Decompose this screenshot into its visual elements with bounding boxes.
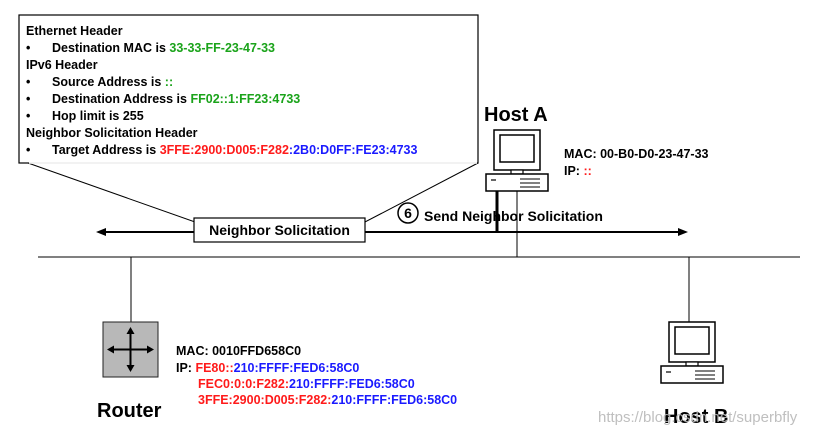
router-ip3-iid: 210:FFFF:FED6:58C0	[331, 393, 457, 407]
bullet: •	[26, 75, 30, 89]
source-address-line: Source Address is ::	[52, 75, 173, 89]
host-a-ip-line: IP: ::	[564, 164, 592, 178]
target-prefix: 3FFE:2900:D005:F282	[160, 143, 289, 157]
callout-box	[18, 14, 479, 164]
host-b: Host B	[660, 321, 728, 428]
target-label: Target Address is	[52, 143, 160, 157]
router: Router MAC: 0010FFD658C0 IP: FE80::210:F…	[97, 321, 457, 422]
ethernet-header-heading: Ethernet Header	[26, 24, 123, 38]
hop-limit-line: Hop limit is 255	[52, 109, 144, 123]
computer-icon	[660, 321, 724, 384]
ns-header-heading: Neighbor Solicitation Header	[26, 126, 198, 140]
message-label-box	[193, 217, 366, 243]
host-a-ip-value: ::	[583, 164, 591, 178]
step-number: 6	[404, 205, 412, 221]
router-ip-line-3: 3FFE:2900:D005:F282:210:FFFF:FED6:58C0	[198, 393, 457, 407]
router-ip-line-1: IP: FE80::210:FFFF:FED6:58C0	[176, 361, 359, 375]
callout: Ethernet Header • Destination MAC is 33-…	[18, 14, 479, 223]
bullet: •	[26, 92, 30, 106]
host-a-mac: MAC: 00-B0-D0-23-47-33	[564, 147, 709, 161]
target-iid: 2B0:D0FF:FE23:4733	[293, 143, 417, 157]
router-ip3-prefix: 3FFE:2900:D005:F282:	[198, 393, 331, 407]
step-label: Send Neighbor Solicitation	[424, 208, 603, 224]
bullet: •	[26, 143, 30, 157]
target-separator: :	[289, 143, 293, 157]
arrow-left-head	[96, 228, 106, 236]
router-icon	[102, 321, 159, 378]
router-ip1-prefix: FE80::	[195, 361, 233, 375]
dest-address-value: FF02::1:FF23:4733	[190, 92, 300, 106]
target-address-line: Target Address is 3FFE:2900:D005:F282:2B…	[52, 143, 417, 157]
ipv6-header-heading: IPv6 Header	[26, 58, 98, 72]
computer-icon	[485, 129, 549, 192]
router-name: Router	[97, 400, 162, 422]
dest-mac-label: Destination MAC is	[52, 41, 169, 55]
step-indicator: 6 Send Neighbor Solicitation	[397, 202, 603, 224]
bullet: •	[26, 41, 30, 55]
bullet: •	[26, 109, 30, 123]
host-a: Host A MAC: 00-B0-D0-23-47-33 IP: ::	[484, 104, 709, 192]
router-mac: MAC: 0010FFD658C0	[176, 344, 301, 358]
dest-mac-line: Destination MAC is 33-33-FF-23-47-33	[52, 41, 275, 55]
router-ip2-iid: 210:FFFF:FED6:58C0	[289, 377, 415, 391]
host-b-name: Host B	[664, 406, 728, 428]
source-value: ::	[165, 75, 173, 89]
router-ip-line-2: FEC0:0:0:F282:210:FFFF:FED6:58C0	[198, 377, 415, 391]
router-ip1-iid: 210:FFFF:FED6:58C0	[234, 361, 360, 375]
step-number-circle	[397, 202, 419, 224]
router-ip2-prefix: FEC0:0:0:F282:	[198, 377, 289, 391]
source-label: Source Address is	[52, 75, 165, 89]
watermark: https://blog.csdn.net/superbfly	[598, 409, 798, 426]
host-a-name: Host A	[484, 104, 548, 126]
dest-mac-value: 33-33-FF-23-47-33	[169, 41, 275, 55]
message-label: Neighbor Solicitation	[209, 222, 350, 238]
host-a-ip-label: IP:	[564, 164, 583, 178]
arrow-right-head	[678, 228, 688, 236]
dest-address-line: Destination Address is FF02::1:FF23:4733	[52, 92, 300, 106]
dest-address-label: Destination Address is	[52, 92, 190, 106]
router-ip-label: IP:	[176, 361, 195, 375]
